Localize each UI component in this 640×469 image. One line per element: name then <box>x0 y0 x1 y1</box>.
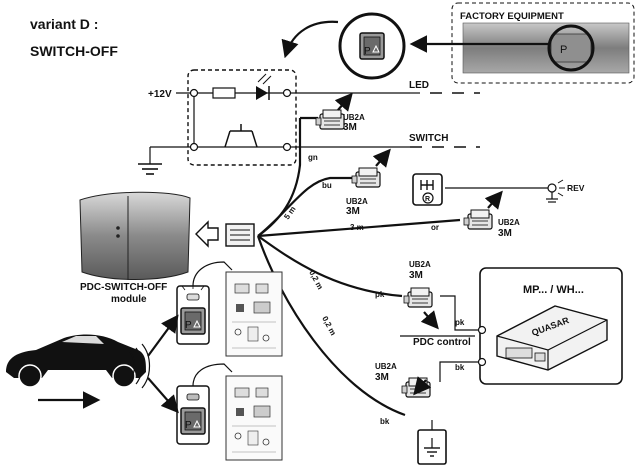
title-line-2: SWITCH-OFF <box>30 43 118 59</box>
harness-plug <box>225 223 255 247</box>
connector-ub2a-3 <box>463 190 503 230</box>
connector-ub2a-1 <box>315 92 353 130</box>
wire-length-0-2m-b: 0,2 m <box>320 315 338 337</box>
connector-1-spec: 3M <box>343 122 357 133</box>
car-icon <box>6 334 146 409</box>
connector-3-name: UB2A <box>498 218 520 227</box>
wire-color-bk-left: bk <box>380 417 390 426</box>
switch-output-label: SWITCH <box>409 133 448 144</box>
arrow-to-active-button <box>147 314 179 357</box>
switch-box <box>176 69 480 166</box>
pcb-board-upper <box>225 271 283 357</box>
wire-length-3m: 3 m <box>350 223 364 232</box>
wire-length-5m: 5 m <box>282 205 297 221</box>
wire-color-pk-lower: pk <box>455 318 465 327</box>
pdc-switch-off-module <box>79 191 191 280</box>
title-line-1: variant D : <box>30 16 98 32</box>
module-name-line-1: PDC-SWITCH-OFF <box>80 282 167 293</box>
leader-lower <box>192 363 233 387</box>
connector-4-name: UB2A <box>409 260 431 269</box>
factory-equipment-panel: P <box>451 2 635 84</box>
supply-label: +12V <box>148 89 172 100</box>
pcb-board-lower <box>225 375 283 461</box>
wire-length-0-2m-a: 0,2 m <box>307 269 325 291</box>
button-inactive-panel <box>176 385 210 445</box>
wire-harness <box>256 116 548 438</box>
connector-ub2a-2 <box>351 148 391 188</box>
connector-5-spec: 3M <box>375 372 389 383</box>
arrow-to-switch-box <box>281 20 339 59</box>
button-zoom: P <box>338 12 406 80</box>
connector-ub2a-5 <box>401 376 432 398</box>
wire-color-pk-upper: pk <box>375 290 385 299</box>
zoom-button-symbol: P <box>364 46 371 57</box>
factory-button-symbol: P <box>560 44 567 56</box>
connector-ub2a-4 <box>403 287 439 330</box>
module-name-line-2: module <box>111 294 147 305</box>
wire-color-gn: gn <box>308 153 318 162</box>
reverse-lamp-icon <box>546 179 565 203</box>
button-active-panel <box>176 284 210 345</box>
gear-letter: R <box>425 196 430 203</box>
connector-2-spec: 3M <box>346 206 360 217</box>
mp-wh-label: MP... / WH... <box>523 284 584 296</box>
led-output-label: LED <box>409 80 429 91</box>
connector-2-name: UB2A <box>346 197 368 206</box>
leader-upper <box>192 261 233 287</box>
connector-4-spec: 3M <box>409 270 423 281</box>
reverse-gear-icon <box>412 173 443 206</box>
ground-symbol-bottom <box>417 429 447 465</box>
wire-color-bu: bu <box>322 181 332 190</box>
mp-wh-device-box <box>477 267 623 385</box>
factory-equipment-label: FACTORY EQUIPMENT <box>460 11 564 22</box>
ground-symbol-left <box>138 146 176 175</box>
button-active-symbol: P <box>185 320 192 331</box>
connector-3-spec: 3M <box>498 228 512 239</box>
button-inactive-symbol: P <box>185 420 192 431</box>
wire-color-bk-right: bk <box>455 363 465 372</box>
connector-1-name: UB2A <box>343 113 365 122</box>
rev-label: REV <box>567 183 585 193</box>
pdc-control-label: PDC control <box>413 337 471 348</box>
signal-waves-icon <box>129 343 151 389</box>
connector-5-name: UB2A <box>375 362 397 371</box>
arrow-to-inactive-button <box>147 377 179 414</box>
hollow-arrow-icon <box>195 220 219 248</box>
wire-color-or: or <box>431 223 439 232</box>
